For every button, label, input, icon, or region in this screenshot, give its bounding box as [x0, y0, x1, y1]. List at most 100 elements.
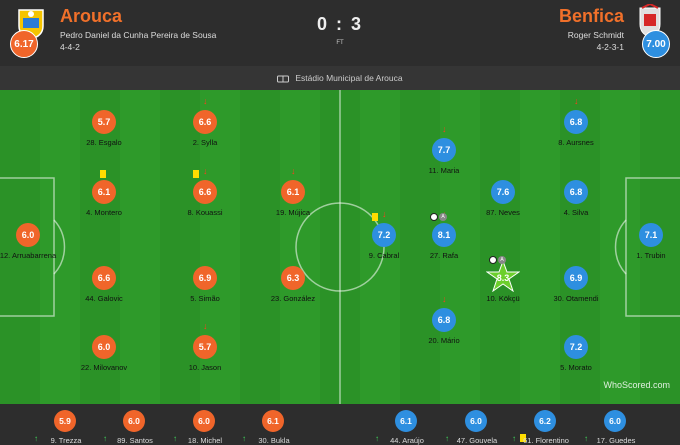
player-rating: 6.8 — [564, 110, 588, 134]
player-rating: 6.8 — [564, 180, 588, 204]
player-marker[interactable]: 7.6 87. Neves — [463, 180, 543, 224]
substituted-on-arrow-icon: ↑ — [34, 434, 38, 443]
substituted-on-arrow-icon: ↑ — [375, 434, 379, 443]
substituted-on-arrow-icon: ↑ — [584, 434, 588, 443]
player-name: 28. Esgalo — [86, 138, 122, 147]
player-name: 22. Milovanov — [80, 363, 128, 372]
substituted-off-arrow-icon: ↓ — [203, 321, 208, 331]
player-marker[interactable]: 6.6 44. Galovic — [64, 266, 144, 310]
player-name: 87. Neves — [486, 208, 520, 217]
yellow-card-icon — [193, 170, 199, 178]
substitute-marker[interactable]: 6.1↑44. Araújo — [371, 408, 443, 445]
player-name: 2. Sylla — [192, 138, 218, 147]
venue-name: Estádio Municipal de Arouca — [295, 73, 403, 83]
substitute-rating: 6.0 — [604, 410, 626, 432]
substituted-on-arrow-icon: ↑ — [173, 434, 177, 443]
player-name: 4. Montero — [86, 208, 122, 217]
substituted-off-arrow-icon: ↓ — [203, 166, 208, 176]
player-rating: 7.2 — [564, 335, 588, 359]
substituted-off-arrow-icon: ↓ — [291, 166, 296, 176]
substitute-marker[interactable]: 6.2↑61. Florentino — [510, 408, 582, 445]
player-marker[interactable]: 7.7 11. Maria ↓ — [404, 125, 484, 182]
player-rating: 8.3 — [496, 273, 510, 283]
stadium-icon — [277, 75, 290, 82]
substitute-name: 47. Gouvela — [456, 436, 498, 445]
home-coach: Pedro Daniel da Cunha Pereira de Sousa — [60, 30, 217, 40]
substituted-off-arrow-icon: ↓ — [442, 124, 447, 134]
player-name: 10. Jason — [188, 363, 222, 372]
player-marker[interactable]: 7.1 1. Trubin — [611, 223, 680, 267]
substitute-rating: 6.1 — [395, 410, 417, 432]
player-rating: 7.1 — [639, 223, 663, 247]
substitute-name: 30. Bukla — [258, 436, 290, 445]
substitute-marker[interactable]: 6.0 ↑ 47. Gouvela — [441, 408, 513, 445]
player-rating: 8.1 — [432, 223, 456, 247]
goal-ball-icon — [430, 213, 438, 221]
substituted-on-arrow-icon: ↑ — [445, 434, 449, 443]
whoscored-logo[interactable]: WhoScored.com — [603, 380, 670, 390]
substitute-marker[interactable]: 6.0↑89. Santos — [99, 408, 171, 445]
yellow-card-icon — [520, 434, 526, 442]
player-name: 44. Galovic — [85, 294, 123, 303]
away-coach: Roger Schmidt — [567, 30, 624, 40]
substitute-marker[interactable]: 6.1 ↑ 30. Bukla — [238, 408, 310, 445]
player-marker[interactable]: 6.0 22. Milovanov — [64, 335, 144, 379]
substitute-rating: 6.0 — [193, 410, 215, 432]
home-team-name[interactable]: Arouca — [60, 6, 123, 26]
player-rating: 6.1 — [92, 180, 116, 204]
player-rating: 6.1 — [281, 180, 305, 204]
player-name: 8. Aursnes — [558, 138, 594, 147]
player-rating: 6.6 — [92, 266, 116, 290]
assist-icon: A — [498, 256, 506, 264]
substitute-rating: 6.1 — [262, 410, 284, 432]
player-name: 11. Maria — [428, 166, 460, 175]
substitute-rating: 6.0 — [465, 410, 487, 432]
substituted-off-arrow-icon: ↓ — [442, 294, 447, 304]
away-team-name[interactable]: Benfica — [558, 6, 624, 26]
home-team-rating: 6.17 — [10, 30, 38, 58]
player-rating: 6.6 — [193, 110, 217, 134]
player-name: 27. Rafa — [429, 251, 459, 260]
player-marker[interactable]: 8.127. Rafa↓A — [404, 210, 484, 267]
player-rating: 7.7 — [432, 138, 456, 162]
substituted-off-arrow-icon: ↓ — [574, 96, 579, 106]
player-name: 30. Otamendi — [553, 294, 599, 303]
player-rating: 6.0 — [16, 223, 40, 247]
man-of-the-match-star-icon — [486, 260, 520, 292]
match-header: 6.17 Arouca Pedro Daniel da Cunha Pereir… — [0, 0, 680, 66]
substituted-off-arrow-icon: ↓ — [382, 209, 387, 219]
substituted-on-arrow-icon: ↑ — [242, 434, 246, 443]
player-marker[interactable]: 6.1 4. Montero — [64, 170, 144, 224]
substituted-on-arrow-icon: ↑ — [103, 434, 107, 443]
substitute-marker[interactable]: 6.0↑18. Michel — [169, 408, 241, 445]
player-name: 1. Trubin — [636, 251, 666, 260]
player-rating: 6.8 — [432, 308, 456, 332]
player-rating: 7.6 — [491, 180, 515, 204]
player-marker[interactable]: 6.8 8. Aursnes ↓ — [536, 97, 616, 154]
player-rating: 6.6 — [193, 180, 217, 204]
player-rating: 7.2 — [372, 223, 396, 247]
venue-bar: Estádio Municipal de Arouca — [0, 66, 680, 90]
substitute-name: 61. Florentino — [523, 436, 569, 445]
substitute-marker[interactable]: 6.0↑17. Guedes — [580, 408, 652, 445]
match-status: FT — [336, 40, 344, 46]
player-rating: 6.0 — [92, 335, 116, 359]
substitute-marker[interactable]: 5.9↑9. Trezza — [30, 408, 102, 445]
substitute-rating: 6.2 — [534, 410, 556, 432]
player-rating: 6.9 — [193, 266, 217, 290]
